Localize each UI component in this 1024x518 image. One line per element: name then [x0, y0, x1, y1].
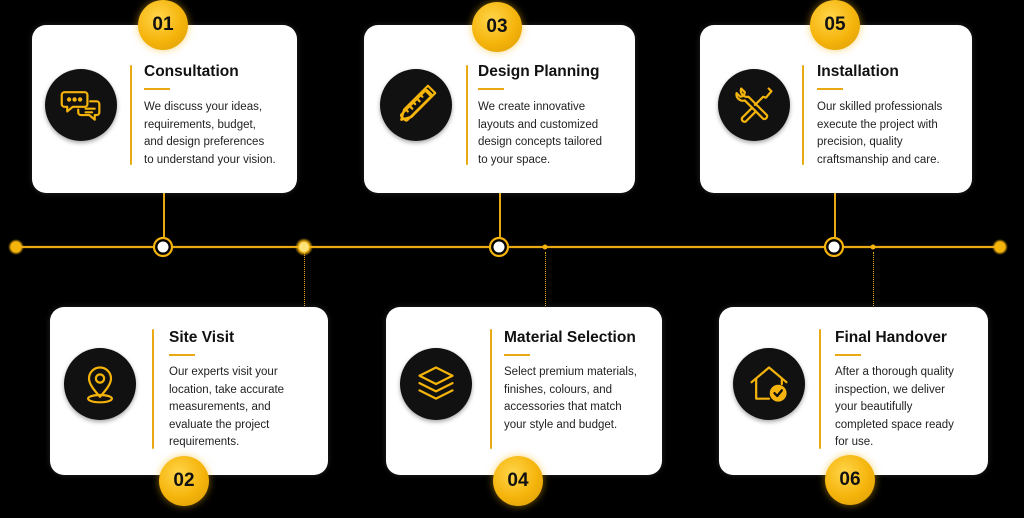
step-title: Installation: [817, 63, 899, 80]
step-title: Final Handover: [835, 329, 947, 346]
timeline-node-04: [542, 244, 548, 250]
title-underline: [478, 88, 504, 90]
title-underline: [504, 354, 530, 356]
title-underline: [835, 354, 861, 356]
step-description: Select premium materials,finishes, colou…: [504, 366, 637, 431]
timeline-node-02: [295, 238, 313, 256]
layers-icon: [400, 348, 472, 420]
title-underline: [144, 88, 170, 90]
card-divider: [490, 329, 492, 449]
card-divider: [802, 65, 804, 165]
connector-step-05: [834, 193, 836, 240]
step-number-badge-03: 03: [472, 2, 522, 52]
chat-bubbles-icon: [45, 69, 117, 141]
house-check-icon: [733, 348, 805, 420]
title-underline: [169, 354, 195, 356]
connector-step-02: [304, 252, 305, 308]
step-description: We discuss your ideas,requirements, budg…: [144, 101, 276, 166]
pencil-ruler-icon: [380, 69, 452, 141]
location-pin-icon: [64, 348, 136, 420]
step-number-badge-02: 02: [159, 456, 209, 506]
step-number-badge-06: 06: [825, 455, 875, 505]
card-divider: [130, 65, 132, 165]
card-divider: [152, 329, 154, 449]
wrench-screwdriver-icon: [718, 69, 790, 141]
connector-step-01: [163, 193, 165, 240]
timeline-node-03: [488, 236, 510, 258]
step-number-badge-05: 05: [810, 0, 860, 50]
step-title: Site Visit: [169, 329, 235, 346]
timeline-node-06: [870, 244, 876, 250]
card-divider: [819, 329, 821, 449]
step-title: Material Selection: [504, 329, 636, 346]
step-card-01: Consultation We discuss your ideas,requi…: [32, 25, 297, 193]
step-title: Design Planning: [478, 63, 600, 80]
step-title: Consultation: [144, 63, 239, 80]
timeline-node-05: [823, 236, 845, 258]
title-underline: [817, 88, 843, 90]
timeline-node-01: [152, 236, 174, 258]
step-number-badge-04: 04: [493, 456, 543, 506]
connector-step-06: [873, 252, 874, 308]
connector-step-03: [499, 193, 501, 240]
connector-step-04: [545, 252, 546, 308]
step-card-04: Material Selection Select premium materi…: [386, 307, 662, 475]
card-divider: [466, 65, 468, 165]
step-number-badge-01: 01: [138, 0, 188, 50]
